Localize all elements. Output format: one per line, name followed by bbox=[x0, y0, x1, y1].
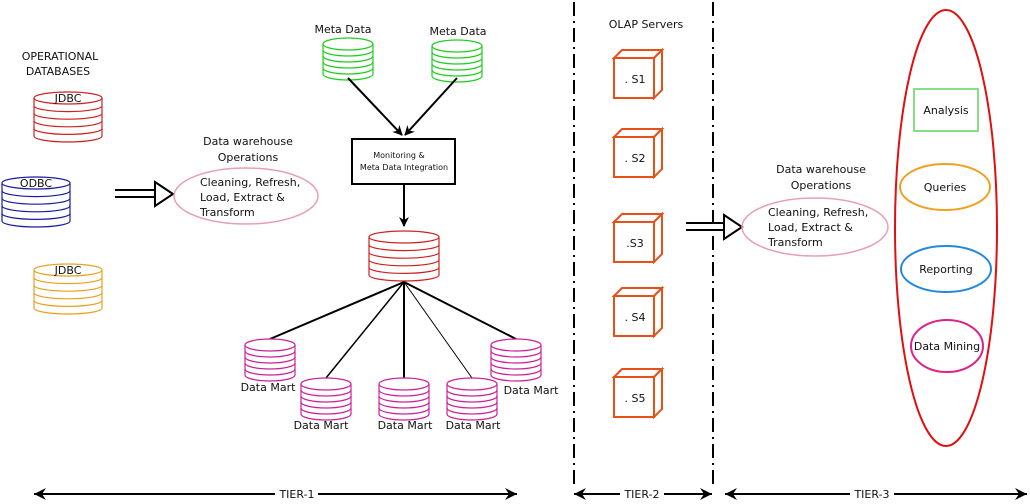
operations-body-line1: Cleaning, Refresh, bbox=[200, 176, 300, 189]
data-mart-label-2: Data Mart bbox=[294, 419, 350, 432]
integration-line1: Monitoring & bbox=[373, 151, 425, 160]
data-mart-label-5: Data Mart bbox=[504, 384, 560, 397]
source-db-3-label: JDBC bbox=[54, 264, 82, 277]
operations-ellipse bbox=[173, 167, 319, 225]
olap-server-label-5: . S5 bbox=[625, 392, 646, 405]
data-mart-label-4: Data Mart bbox=[446, 419, 502, 432]
data-mart-label-1: Data Mart bbox=[241, 381, 297, 394]
meta-data-db-1 bbox=[322, 37, 374, 81]
tool-data-mining: Data Mining bbox=[910, 319, 984, 373]
operations3-title-line1: Data warehouse bbox=[776, 163, 866, 176]
data-mart-4 bbox=[446, 377, 498, 421]
tool-reporting: Reporting bbox=[900, 245, 992, 293]
operations3-body-line2: Load, Extract & bbox=[768, 221, 853, 234]
operations-title-line2: Operations bbox=[218, 151, 279, 164]
tier3-label: TIER-3 bbox=[853, 488, 889, 501]
olap-server-5: . S5 bbox=[611, 366, 665, 420]
olap-server-1: . S1 bbox=[611, 47, 665, 101]
operations-tier1: Data warehouse Operations Cleaning, Refr… bbox=[173, 135, 319, 225]
double-arrow-tier1 bbox=[115, 180, 175, 208]
operations3-ellipse bbox=[741, 197, 889, 257]
operations-tier3: Data warehouse Operations Cleaning, Refr… bbox=[741, 163, 889, 257]
warehouse-db bbox=[368, 230, 440, 282]
meta-data-stores bbox=[322, 37, 483, 83]
olap-server-2: . S2 bbox=[611, 126, 665, 180]
data-mart-label-3: Data Mart bbox=[378, 419, 434, 432]
meta-data-label-1: Meta Data bbox=[314, 23, 371, 36]
meta-data-label-2: Meta Data bbox=[429, 25, 486, 38]
integration-box: Monitoring & Meta Data Integration bbox=[351, 138, 456, 185]
olap-server-4: . S4 bbox=[611, 285, 665, 339]
olap-servers: . S1 . S2 .S3 . S4 . S5 bbox=[611, 47, 665, 420]
operations-title-line1: Data warehouse bbox=[203, 135, 293, 148]
operational-databases: JDBC ODBC JDBC bbox=[1, 91, 103, 315]
operations3-body-line1: Cleaning, Refresh, bbox=[768, 206, 868, 219]
olap-server-label-1: . S1 bbox=[625, 73, 646, 86]
tier2-label: TIER-2 bbox=[623, 488, 659, 501]
data-mart-5 bbox=[490, 338, 542, 382]
meta-arrow-2 bbox=[404, 77, 458, 136]
source-db-2-label: ODBC bbox=[20, 177, 52, 190]
data-mart-2 bbox=[300, 377, 352, 421]
olap-server-label-3: .S3 bbox=[626, 237, 643, 250]
operations-body-line3: Transform bbox=[199, 206, 255, 219]
operational-title-line1: OPERATIONAL bbox=[22, 50, 99, 63]
meta-arrow-1 bbox=[347, 77, 403, 136]
olap-title: OLAP Servers bbox=[609, 18, 684, 31]
olap-server-label-4: . S4 bbox=[625, 311, 646, 324]
operational-title-line2: DATABASES bbox=[26, 65, 90, 78]
data-mart-3 bbox=[378, 377, 430, 421]
tool-label-2: Queries bbox=[924, 181, 967, 194]
tool-label-3: Reporting bbox=[919, 263, 972, 276]
tier1-label: TIER-1 bbox=[278, 488, 314, 501]
integration-line2: Meta Data Integration bbox=[360, 163, 448, 172]
source-db-1-label: JDBC bbox=[54, 92, 82, 105]
tier1-axis: TIER-1 bbox=[34, 488, 517, 501]
tool-label-4: Data Mining bbox=[914, 340, 980, 353]
tier2-axis: TIER-2 bbox=[574, 488, 712, 501]
olap-server-label-2: . S2 bbox=[625, 152, 646, 165]
tools-container-ellipse bbox=[894, 9, 998, 447]
data-mart-1 bbox=[244, 338, 296, 382]
tool-analysis: Analysis bbox=[913, 88, 979, 132]
source-db-2: ODBC bbox=[1, 176, 71, 228]
source-db-3: JDBC bbox=[33, 263, 103, 315]
tool-queries: Queries bbox=[899, 163, 991, 211]
operations3-title-line2: Operations bbox=[791, 179, 852, 192]
operations-body-line2: Load, Extract & bbox=[200, 191, 285, 204]
tool-label-1: Analysis bbox=[923, 104, 969, 117]
double-arrow-tier3 bbox=[686, 213, 744, 241]
olap-server-3: .S3 bbox=[611, 211, 665, 265]
source-db-1: JDBC bbox=[33, 91, 103, 143]
operations3-body-line3: Transform bbox=[767, 236, 823, 249]
mart-connectors bbox=[269, 281, 517, 379]
central-warehouse bbox=[368, 230, 440, 282]
tier3-axis: TIER-3 bbox=[725, 488, 1027, 501]
meta-data-db-2 bbox=[431, 39, 483, 83]
